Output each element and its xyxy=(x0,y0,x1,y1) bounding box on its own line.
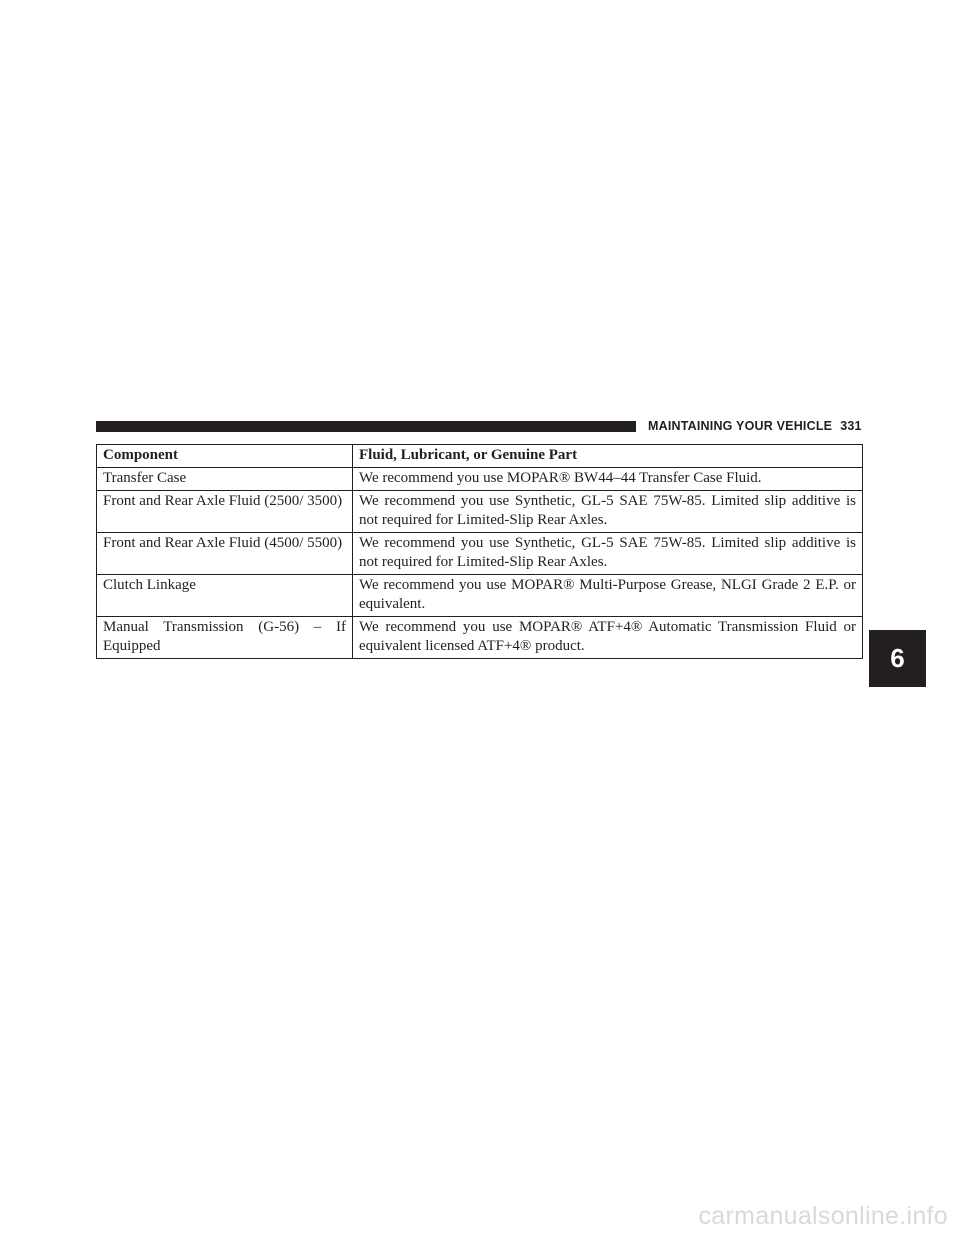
header-rule xyxy=(96,421,636,432)
table-row: Manual Transmission (G-56) – If Equipped… xyxy=(96,616,863,659)
component-cell: Front and Rear Axle Fluid (4500/ 5500) xyxy=(96,532,353,575)
fluid-cell: We recommend you use Synthetic, GL-5 SAE… xyxy=(352,532,863,575)
column-header-component: Component xyxy=(96,444,353,468)
column-header-fluid: Fluid, Lubricant, or Genuine Part xyxy=(352,444,863,468)
fluid-cell: We recommend you use Synthetic, GL-5 SAE… xyxy=(352,490,863,533)
table-row: Transfer Case We recommend you use MOPAR… xyxy=(96,467,863,491)
table-row: Clutch Linkage We recommend you use MOPA… xyxy=(96,574,863,617)
section-title: MAINTAINING YOUR VEHICLE xyxy=(648,419,833,433)
component-cell: Manual Transmission (G-56) – If Equipped xyxy=(96,616,353,659)
fluids-table: Component Fluid, Lubricant, or Genuine P… xyxy=(96,444,863,659)
table-header-row: Component Fluid, Lubricant, or Genuine P… xyxy=(96,444,863,468)
fluid-cell: We recommend you use MOPAR® ATF+4® Autom… xyxy=(352,616,863,659)
component-cell: Front and Rear Axle Fluid (2500/ 3500) xyxy=(96,490,353,533)
fluid-cell: We recommend you use MOPAR® Multi-Purpos… xyxy=(352,574,863,617)
component-cell: Transfer Case xyxy=(96,467,353,491)
table-row: Front and Rear Axle Fluid (2500/ 3500) W… xyxy=(96,490,863,533)
table-row: Front and Rear Axle Fluid (4500/ 5500) W… xyxy=(96,532,863,575)
running-header: MAINTAINING YOUR VEHICLE 331 xyxy=(648,418,862,434)
watermark: carmanualsonline.info xyxy=(698,1202,948,1230)
fluid-cell: We recommend you use MOPAR® BW44–44 Tran… xyxy=(352,467,863,491)
component-cell: Clutch Linkage xyxy=(96,574,353,617)
page-number: 331 xyxy=(840,419,862,433)
chapter-tab: 6 xyxy=(869,630,926,687)
